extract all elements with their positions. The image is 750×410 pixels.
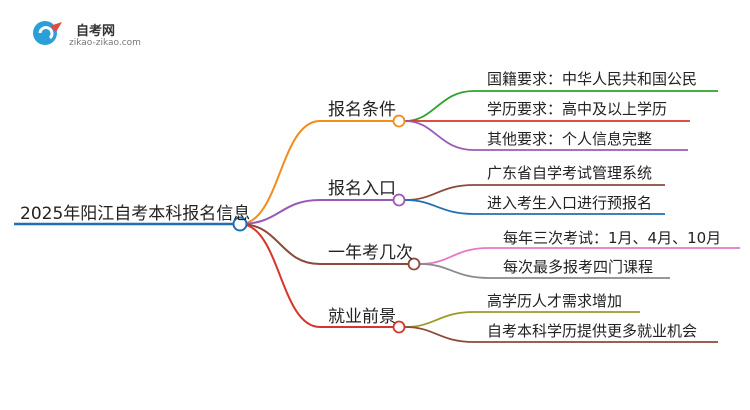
leaf-topic: 学历要求：高中及以上学历 bbox=[487, 100, 668, 118]
branch-topic: 就业前景 bbox=[328, 307, 396, 327]
leaf-connector bbox=[404, 199, 475, 215]
leaf-topic: 每次最多报考四门课程 bbox=[503, 258, 654, 276]
branch-connector bbox=[239, 223, 321, 328]
leaf-topic: 其他要求：个人信息完整 bbox=[487, 130, 653, 148]
branch-node bbox=[407, 257, 421, 271]
leaf-topic: 自考本科学历提供更多就业机会 bbox=[487, 322, 698, 340]
logo-icon bbox=[33, 21, 62, 45]
branch-connector bbox=[239, 120, 321, 225]
leaf-topic: 国籍要求：中华人民共和国公民 bbox=[487, 70, 698, 88]
branch-connector bbox=[239, 223, 321, 265]
branch-connector bbox=[239, 199, 321, 225]
branch-node bbox=[392, 114, 406, 128]
branch-topic: 报名条件 bbox=[328, 100, 396, 120]
logo-url: zikao-zikao.com bbox=[69, 38, 141, 48]
logo-title: 自考网 bbox=[76, 24, 116, 39]
leaf-connector bbox=[419, 247, 490, 265]
leaf-connector bbox=[404, 120, 475, 151]
leaf-connector bbox=[404, 326, 475, 343]
branch-node bbox=[392, 320, 406, 334]
leaf-topic: 每年三次考试：1月、4月、10月 bbox=[503, 229, 722, 247]
branch-topic: 一年考几次 bbox=[328, 243, 413, 263]
branch-node bbox=[392, 193, 406, 207]
leaf-connector bbox=[404, 90, 475, 122]
leaf-connector bbox=[404, 184, 475, 201]
branch-topic: 报名入口 bbox=[328, 179, 396, 199]
root-topic: 2025年阳江自考本科报名信息 bbox=[20, 204, 251, 224]
leaf-connector bbox=[404, 311, 475, 328]
leaf-topic: 进入考生入口进行预报名 bbox=[487, 194, 653, 212]
leaf-connector bbox=[419, 263, 490, 279]
leaf-topic: 广东省自学考试管理系统 bbox=[487, 164, 653, 182]
leaf-topic: 高学历人才需求增加 bbox=[487, 292, 623, 310]
root-node bbox=[232, 216, 248, 232]
